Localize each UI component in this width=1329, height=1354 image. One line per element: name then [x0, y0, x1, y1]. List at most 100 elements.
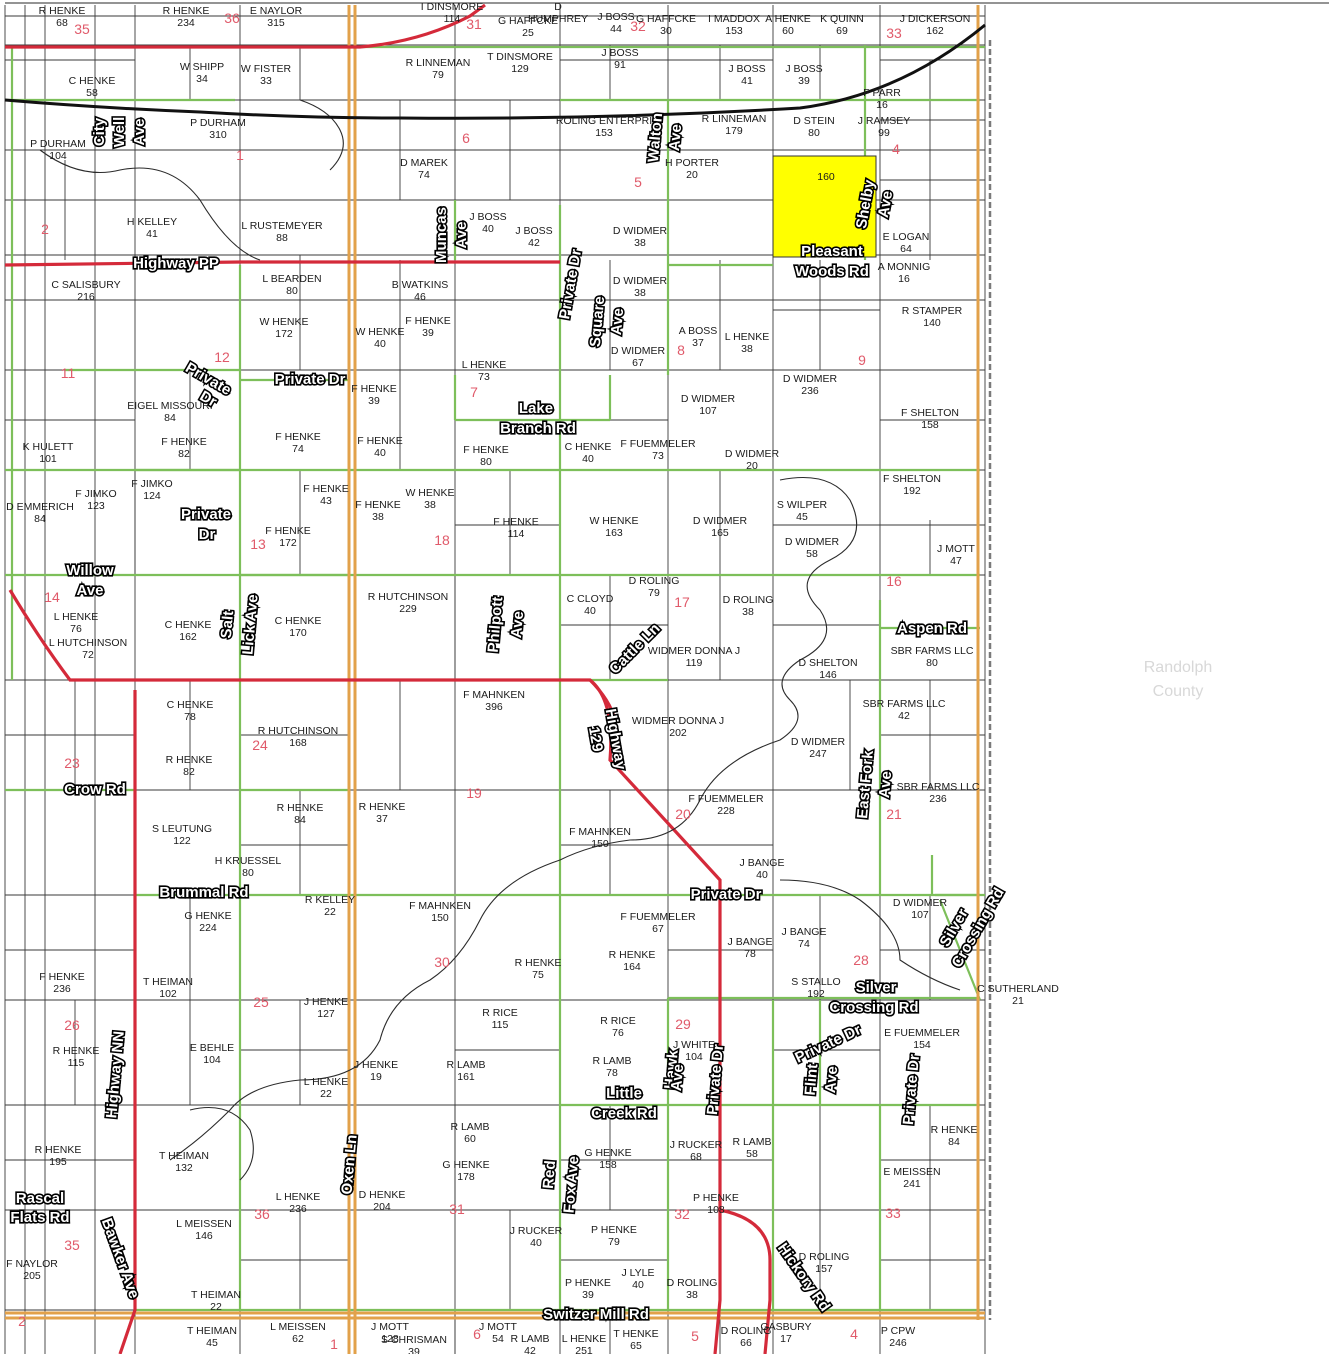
owner-acreage: 79 — [648, 587, 660, 599]
owner-acreage: 128 — [381, 1333, 399, 1345]
owner-acreage: 19 — [370, 1071, 382, 1083]
owner-label: F MAHNKEN — [409, 900, 471, 912]
owner-acreage: 73 — [652, 450, 664, 462]
road-label: 129 — [585, 725, 606, 753]
road-label: Dr — [199, 526, 216, 543]
owner-acreage: 127 — [317, 1008, 335, 1020]
owner-acreage: 22 — [324, 906, 336, 918]
owner-label: D WIDMER — [681, 393, 736, 405]
owner-acreage: 40 — [374, 338, 386, 350]
owner-label: C HENKE — [167, 699, 214, 711]
owner-acreage: 192 — [807, 988, 825, 1000]
owner-acreage: 37 — [692, 337, 704, 349]
owner-acreage: 161 — [457, 1071, 475, 1083]
owner-acreage: 104 — [49, 150, 67, 162]
highlighted-parcel[interactable] — [772, 155, 877, 258]
owner-label: F FUEMMELER — [620, 911, 696, 923]
road-label: Ave — [668, 1063, 687, 1091]
owner-acreage: 38 — [424, 499, 436, 511]
owner-acreage: 38 — [686, 1289, 698, 1301]
owner-acreage: 45 — [206, 1337, 218, 1349]
owner-acreage: 132 — [175, 1162, 193, 1174]
owner-acreage: 44 — [610, 23, 622, 35]
owner-acreage: 153 — [725, 25, 743, 37]
owner-label: P HENKE — [591, 1224, 637, 1236]
owner-label: WIDMER DONNA J — [648, 645, 740, 657]
owner-acreage: 78 — [184, 711, 196, 723]
owner-acreage: 58 — [806, 548, 818, 560]
owner-label: F SHELTON — [901, 407, 959, 419]
section-number: 5 — [634, 174, 642, 190]
owner-label: R HENKE — [39, 5, 86, 17]
owner-label: B WATKINS — [392, 279, 449, 291]
owner-label: W SHIPP — [180, 61, 224, 73]
owner-acreage: 170 — [289, 627, 307, 639]
owner-acreage: 58 — [746, 1148, 758, 1160]
county-label-line2: County — [1153, 683, 1204, 700]
owner-label: J BOSS — [515, 225, 552, 237]
owner-label: L HUTCHINSON — [49, 637, 127, 649]
owner-label: F JIMKO — [75, 488, 116, 500]
section-number: 36 — [224, 10, 240, 26]
owner-acreage: 178 — [457, 1171, 475, 1183]
owner-acreage: 42 — [898, 710, 910, 722]
owner-label: SBR FARMS LLC — [863, 698, 946, 710]
owner-acreage: 107 — [699, 405, 717, 417]
county-label: Randolph County — [1144, 659, 1213, 700]
owner-acreage: 41 — [741, 75, 753, 87]
road-label: City — [91, 117, 108, 146]
owner-label: R LAMB — [732, 1136, 771, 1148]
road-label: Ave — [822, 1065, 841, 1093]
owner-label: T HEIMAN — [159, 1150, 209, 1162]
owner-label: K HULETT — [23, 441, 74, 453]
section-number: 8 — [677, 342, 685, 358]
owner-label: EIGEL MISSOURI — [127, 400, 212, 412]
owner-acreage: 246 — [889, 1337, 907, 1349]
owner-acreage: 43 — [320, 495, 332, 507]
owner-label: L HENKE — [462, 359, 507, 371]
owner-label: D ROLING — [723, 594, 774, 606]
section-number: 1 — [236, 147, 244, 163]
owner-label: D WIDMER — [725, 448, 780, 460]
owner-label: F FUEMMELER — [688, 793, 764, 805]
owner-acreage: 72 — [82, 649, 94, 661]
owner-acreage: 101 — [39, 453, 57, 465]
owner-label: J BOSS — [785, 63, 822, 75]
owner-acreage: 16 — [898, 273, 910, 285]
owner-label: W FISTER — [241, 63, 292, 75]
owner-acreage: 80 — [926, 657, 938, 669]
owner-acreage: 58 — [86, 87, 98, 99]
owner-acreage: 39 — [368, 395, 380, 407]
owner-acreage: 60 — [464, 1133, 476, 1145]
owner-acreage: 216 — [77, 291, 95, 303]
section-number: 4 — [850, 1326, 858, 1342]
owner-label: R HUTCHINSON — [368, 591, 449, 603]
owner-acreage: 73 — [478, 371, 490, 383]
owner-acreage: 104 — [203, 1054, 221, 1066]
owner-acreage: 158 — [599, 1159, 617, 1171]
road-label: Crossing Rd — [829, 999, 918, 1016]
section-number: 21 — [886, 806, 902, 822]
owner-label: J BOSS — [597, 11, 634, 23]
owner-acreage: 124 — [143, 490, 161, 502]
owner-label: C SALISBURY — [51, 279, 120, 291]
road-label: Muncas — [433, 207, 450, 263]
owner-acreage: 88 — [276, 232, 288, 244]
owner-label: L HENKE — [276, 1191, 321, 1203]
section-number: 6 — [462, 130, 470, 146]
owner-label: D ROLING — [721, 1325, 772, 1337]
section-number: 18 — [434, 532, 450, 548]
owner-label: D ROLING — [629, 575, 680, 587]
section-number: 24 — [252, 737, 268, 753]
owner-label: C HENKE — [275, 615, 322, 627]
owner-label: J RUCKER — [670, 1139, 723, 1151]
owner-acreage: 20 — [746, 460, 758, 472]
section-number: 33 — [885, 1205, 901, 1221]
section-number: 2 — [18, 1313, 26, 1329]
owner-label: J RUCKER — [510, 1225, 563, 1237]
road-label: Branch Rd — [500, 420, 576, 437]
section-number: 5 — [691, 1328, 699, 1344]
section-number: 19 — [466, 785, 482, 801]
owner-label: A BOSS — [679, 325, 718, 337]
